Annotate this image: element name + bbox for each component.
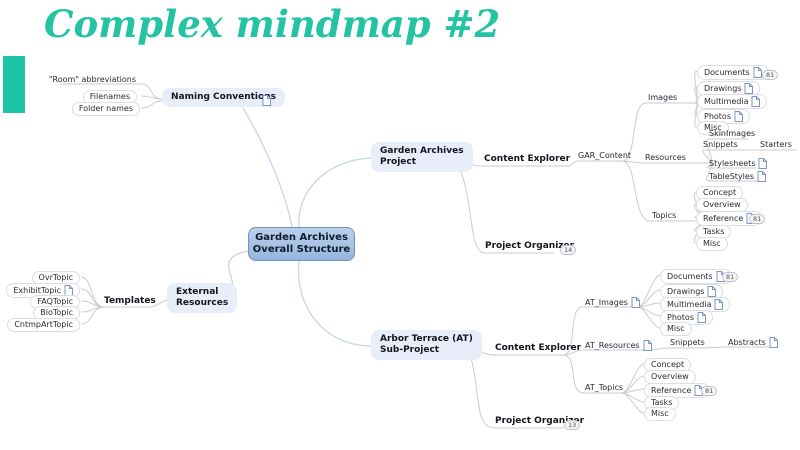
node-exhibittopic[interactable]: ExhibitTopic bbox=[6, 283, 80, 298]
node-skinimages[interactable]: SkinImages bbox=[709, 129, 756, 138]
node-external-line1: External bbox=[176, 287, 219, 297]
node-abstracts[interactable]: Abstracts bbox=[728, 337, 778, 348]
document-icon bbox=[753, 67, 762, 78]
node-gar-multimedia[interactable]: Multimedia bbox=[697, 94, 768, 109]
node-gar-photos[interactable]: Photos bbox=[697, 109, 750, 124]
document-icon bbox=[631, 297, 640, 308]
node-gar-content-explorer[interactable]: Content Explorer bbox=[484, 154, 571, 164]
node-at-images-misc[interactable]: Misc bbox=[660, 322, 692, 336]
collapsed-count-badge[interactable]: 81 bbox=[762, 70, 779, 80]
node-at-snippets[interactable]: Snippets bbox=[670, 338, 705, 347]
document-icon bbox=[758, 158, 768, 169]
node-at-topics[interactable]: AT_Topics bbox=[585, 383, 624, 392]
node-root[interactable]: Garden Archives Overall Structure bbox=[248, 227, 355, 261]
node-gar-documents[interactable]: Documents bbox=[697, 65, 769, 80]
node-gar-overview[interactable]: Overview bbox=[696, 198, 748, 212]
node-root-line2: Overall Structure bbox=[252, 244, 351, 255]
document-icon bbox=[64, 285, 73, 296]
node-gar-drawings[interactable]: Drawings bbox=[697, 81, 761, 96]
document-icon bbox=[697, 312, 706, 323]
node-at-subproject[interactable]: Arbor Terrace (AT) Sub-Project bbox=[371, 330, 482, 360]
node-at-topics-misc[interactable]: Misc bbox=[644, 407, 676, 421]
collapsed-count-badge[interactable]: 14 bbox=[560, 245, 577, 255]
node-stylesheets[interactable]: Stylesheets bbox=[709, 158, 768, 169]
node-external-line2: Resources bbox=[176, 298, 229, 308]
node-external-resources[interactable]: External Resources bbox=[167, 283, 238, 313]
document-icon bbox=[262, 95, 271, 106]
node-gar-resources[interactable]: Resources bbox=[645, 153, 686, 162]
node-gar-line2: Project bbox=[380, 157, 417, 167]
document-icon bbox=[714, 299, 724, 310]
node-at-images[interactable]: AT_Images bbox=[585, 297, 640, 308]
node-gar-line1: Garden Archives bbox=[380, 146, 464, 156]
collapsed-count-badge[interactable]: 81 bbox=[701, 386, 718, 396]
node-gar-images-misc[interactable]: Misc bbox=[697, 121, 729, 135]
node-at-overview[interactable]: Overview bbox=[644, 370, 696, 384]
node-at-photos[interactable]: Photos bbox=[660, 310, 713, 325]
node-templates[interactable]: Templates bbox=[104, 296, 156, 306]
accent-bar bbox=[3, 56, 25, 113]
node-gar-images[interactable]: Images bbox=[648, 93, 678, 102]
node-naming-conventions-label: Naming Conventions bbox=[171, 92, 276, 102]
node-at-line1: Arbor Terrace (AT) bbox=[380, 334, 473, 344]
node-gar-topics-misc[interactable]: Misc bbox=[696, 237, 728, 251]
node-naming-conventions[interactable]: Naming Conventions bbox=[162, 88, 285, 107]
node-gar-project[interactable]: Garden Archives Project bbox=[371, 142, 473, 172]
node-at-content-explorer[interactable]: Content Explorer bbox=[495, 343, 582, 353]
node-gar-project-organizer[interactable]: Project Organizer bbox=[485, 241, 575, 251]
document-icon bbox=[769, 337, 778, 348]
node-at-line2: Sub-Project bbox=[380, 345, 440, 355]
page-title: Complex mindmap #2 bbox=[44, 2, 501, 46]
node-gar-content[interactable]: GAR_Content bbox=[578, 151, 632, 160]
document-icon bbox=[757, 171, 766, 182]
node-starters[interactable]: Starters bbox=[760, 140, 792, 149]
collapsed-count-badge[interactable]: 13 bbox=[564, 420, 581, 430]
document-icon bbox=[707, 286, 717, 297]
node-at-project-organizer[interactable]: Project Organizer bbox=[495, 416, 585, 426]
node-at-documents[interactable]: Documents bbox=[660, 269, 732, 284]
node-tablestyles[interactable]: TableStyles bbox=[709, 171, 766, 182]
node-room-abbreviations[interactable]: "Room" abbreviations bbox=[48, 75, 136, 84]
node-cntmparttopic[interactable]: CntmpArtTopic bbox=[7, 318, 80, 332]
node-folder-names[interactable]: Folder names bbox=[71, 102, 140, 116]
node-gar-concept[interactable]: Concept bbox=[696, 186, 744, 200]
node-gar-topics[interactable]: Topics bbox=[652, 211, 677, 220]
node-at-resources[interactable]: AT_Resources bbox=[585, 340, 652, 351]
collapsed-count-badge[interactable]: 81 bbox=[749, 214, 766, 224]
document-icon bbox=[643, 340, 652, 351]
collapsed-count-badge[interactable]: 81 bbox=[722, 272, 739, 282]
node-gar-snippets[interactable]: Snippets bbox=[703, 140, 738, 149]
document-icon bbox=[744, 83, 754, 94]
node-root-line1: Garden Archives bbox=[255, 232, 348, 243]
document-icon bbox=[751, 96, 761, 107]
document-icon bbox=[734, 111, 743, 122]
